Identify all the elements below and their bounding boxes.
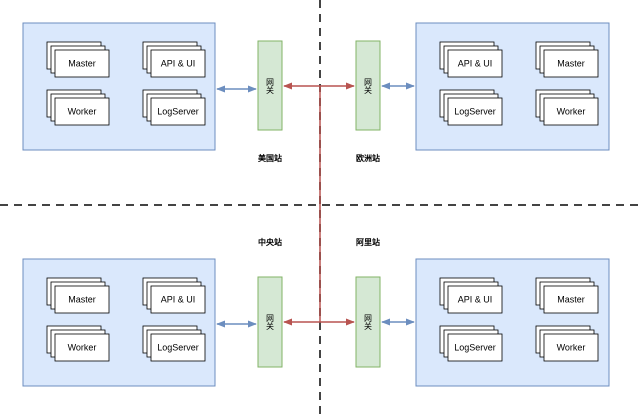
node-ali-api: API & UI [439,277,503,314]
gateway-cn: 网关 [257,276,283,368]
gateway-cn-box [257,276,283,368]
node-card-front [447,333,503,362]
gateway-ali: 网关 [355,276,381,368]
node-label: Master [68,59,96,69]
site-label-eu: 欧洲站 [356,153,380,163]
node-us-master: Master [46,41,110,78]
site-label-ali: 阿里站 [356,237,380,247]
node-label: Worker [557,107,586,117]
gateway-us: 网关 [257,40,283,131]
node-card-front [54,333,110,362]
gateway-eu: 网关 [355,40,381,131]
node-label: API & UI [161,59,196,69]
node-us-worker: Worker [46,89,110,126]
node-card-front [54,49,110,78]
node-ali-logserver: LogServer [439,325,503,362]
site-label-us: 美国站 [258,153,282,163]
node-label: LogServer [454,343,496,353]
node-label: Master [68,295,96,305]
node-label: API & UI [161,295,196,305]
node-us-logserver: LogServer [142,89,206,126]
gateway-cn-label: 网关 [266,314,275,331]
node-card-front [543,49,599,78]
node-eu-master: Master [535,41,599,78]
node-card-front [150,97,206,126]
node-card-front [150,333,206,362]
node-card-front [150,285,206,314]
node-card-front [543,285,599,314]
node-us-api: API & UI [142,41,206,78]
node-ali-worker: Worker [535,325,599,362]
node-label: LogServer [157,107,199,117]
node-label: Master [557,295,585,305]
node-card-front [543,333,599,362]
gateway-eu-box [355,40,381,131]
node-card-front [54,97,110,126]
node-card-front [150,49,206,78]
gateway-us-label: 网关 [266,78,275,95]
gateway-eu-label: 网关 [364,78,373,95]
node-label: API & UI [458,59,493,69]
node-cn-logserver: LogServer [142,325,206,362]
node-label: Master [557,59,585,69]
node-label: Worker [68,343,97,353]
node-card-front [447,49,503,78]
node-ali-master: Master [535,277,599,314]
node-card-front [54,285,110,314]
node-label: LogServer [157,343,199,353]
node-eu-logserver: LogServer [439,89,503,126]
node-eu-api: API & UI [439,41,503,78]
node-label: LogServer [454,107,496,117]
gateway-ali-box [355,276,381,368]
node-card-front [447,97,503,126]
node-card-front [447,285,503,314]
node-cn-master: Master [46,277,110,314]
node-label: API & UI [458,295,493,305]
gateway-ali-label: 网关 [364,314,373,331]
gateway-us-box [257,40,283,131]
node-cn-worker: Worker [46,325,110,362]
node-eu-worker: Worker [535,89,599,126]
site-label-cn: 中央站 [258,237,282,247]
node-cn-api: API & UI [142,277,206,314]
node-card-front [543,97,599,126]
node-label: Worker [557,343,586,353]
node-label: Worker [68,107,97,117]
